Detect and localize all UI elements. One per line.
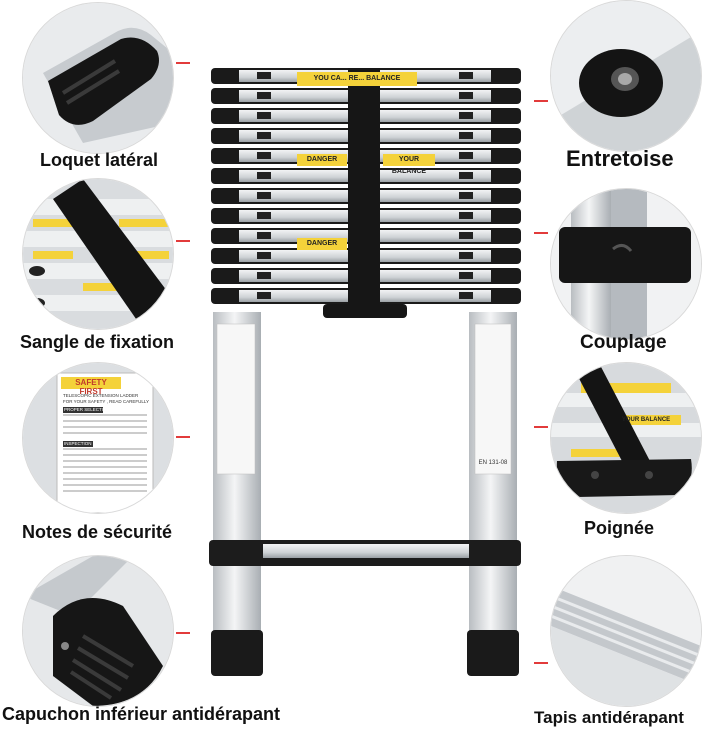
safety-section-2: INSPECTION [64,441,92,446]
rung-slot [459,152,473,159]
ladder-danger-label-2: DANGER [297,238,347,250]
label-sangle-de-fixation: Sangle de fixation [20,332,175,352]
poignee-balance-label: YOUR BALANCE [621,417,671,423]
ladder-warning-label: YOU CA... RE... BALANCE [297,72,417,86]
detail-poignee-circle: YOUR BALANCE [550,362,702,514]
rung-slot [257,232,271,239]
loquet-leader-line [176,62,190,64]
rung-slot [459,132,473,139]
rung-slot [459,212,473,219]
rung-slot [257,192,271,199]
detail-loquet-circle [22,2,174,154]
rung-slot [257,152,271,159]
ladder-danger-label: DANGER [297,154,347,166]
detail-couplage-circle [550,188,702,340]
safety-line-2: FOR YOUR SAFETY , READ CAREFULLY [63,399,150,404]
rung-slot [257,292,271,299]
label-couplage: Couplage [580,332,667,353]
rung-slot [459,192,473,199]
rung-slot [459,72,473,79]
rung-slot [257,272,271,279]
label-capuchon-inferieur-antiderapant: Capuchon inférieur antidérapant [2,704,281,724]
label-loquet-lateral: Loquet latéral [40,150,159,170]
sangle-leader-line [176,240,190,242]
rung-slot [459,292,473,299]
rung-slot [257,92,271,99]
safety-first-title: SAFETY FIRST [75,378,107,396]
notes-leader-line [176,436,190,438]
detail-sangle-circle [22,178,174,330]
capuchon-leader-line [176,632,190,634]
rung-slot [459,172,473,179]
detail-capuchon-circle [22,555,174,707]
rung-slot [257,112,271,119]
detail-tapis-circle [550,555,702,707]
rung-slot [459,112,473,119]
label-notes-de-securite: Notes de sécurité [22,522,173,542]
label-entretoise: Entretoise [566,146,674,171]
rung-slot [459,272,473,279]
rail-norm-label: EN 131-08 [478,460,508,466]
detail-notes-circle: SAFETY FIRST TELESCOPIC EXTENSION LADDER… [22,362,174,514]
rung-slot [257,72,271,79]
rung-slot [257,172,271,179]
safety-line-1: TELESCOPIC EXTENSION LADDER [63,393,139,398]
tapis-leader-line [534,662,548,664]
poignee-leader-line [534,426,548,428]
entretoise-leader-line [534,100,548,102]
rung-slot [459,92,473,99]
label-tapis-antiderapant: Tapis antidérapant [534,708,684,727]
detail-entretoise-circle [550,0,702,152]
ladder-illustration: YOU CA... RE... BALANCE DANGER YOUR BALA… [205,62,527,680]
rung-slot [459,252,473,259]
ladder-balance-label: YOUR BALANCE [383,154,435,175]
safety-section-1: PROPER SELECTION [64,407,110,412]
label-poignee: Poignée [584,518,655,538]
couplage-leader-line [534,232,548,234]
rung-slot [459,232,473,239]
rung-slot [257,212,271,219]
rung-slot [257,132,271,139]
rung-slot [257,252,271,259]
